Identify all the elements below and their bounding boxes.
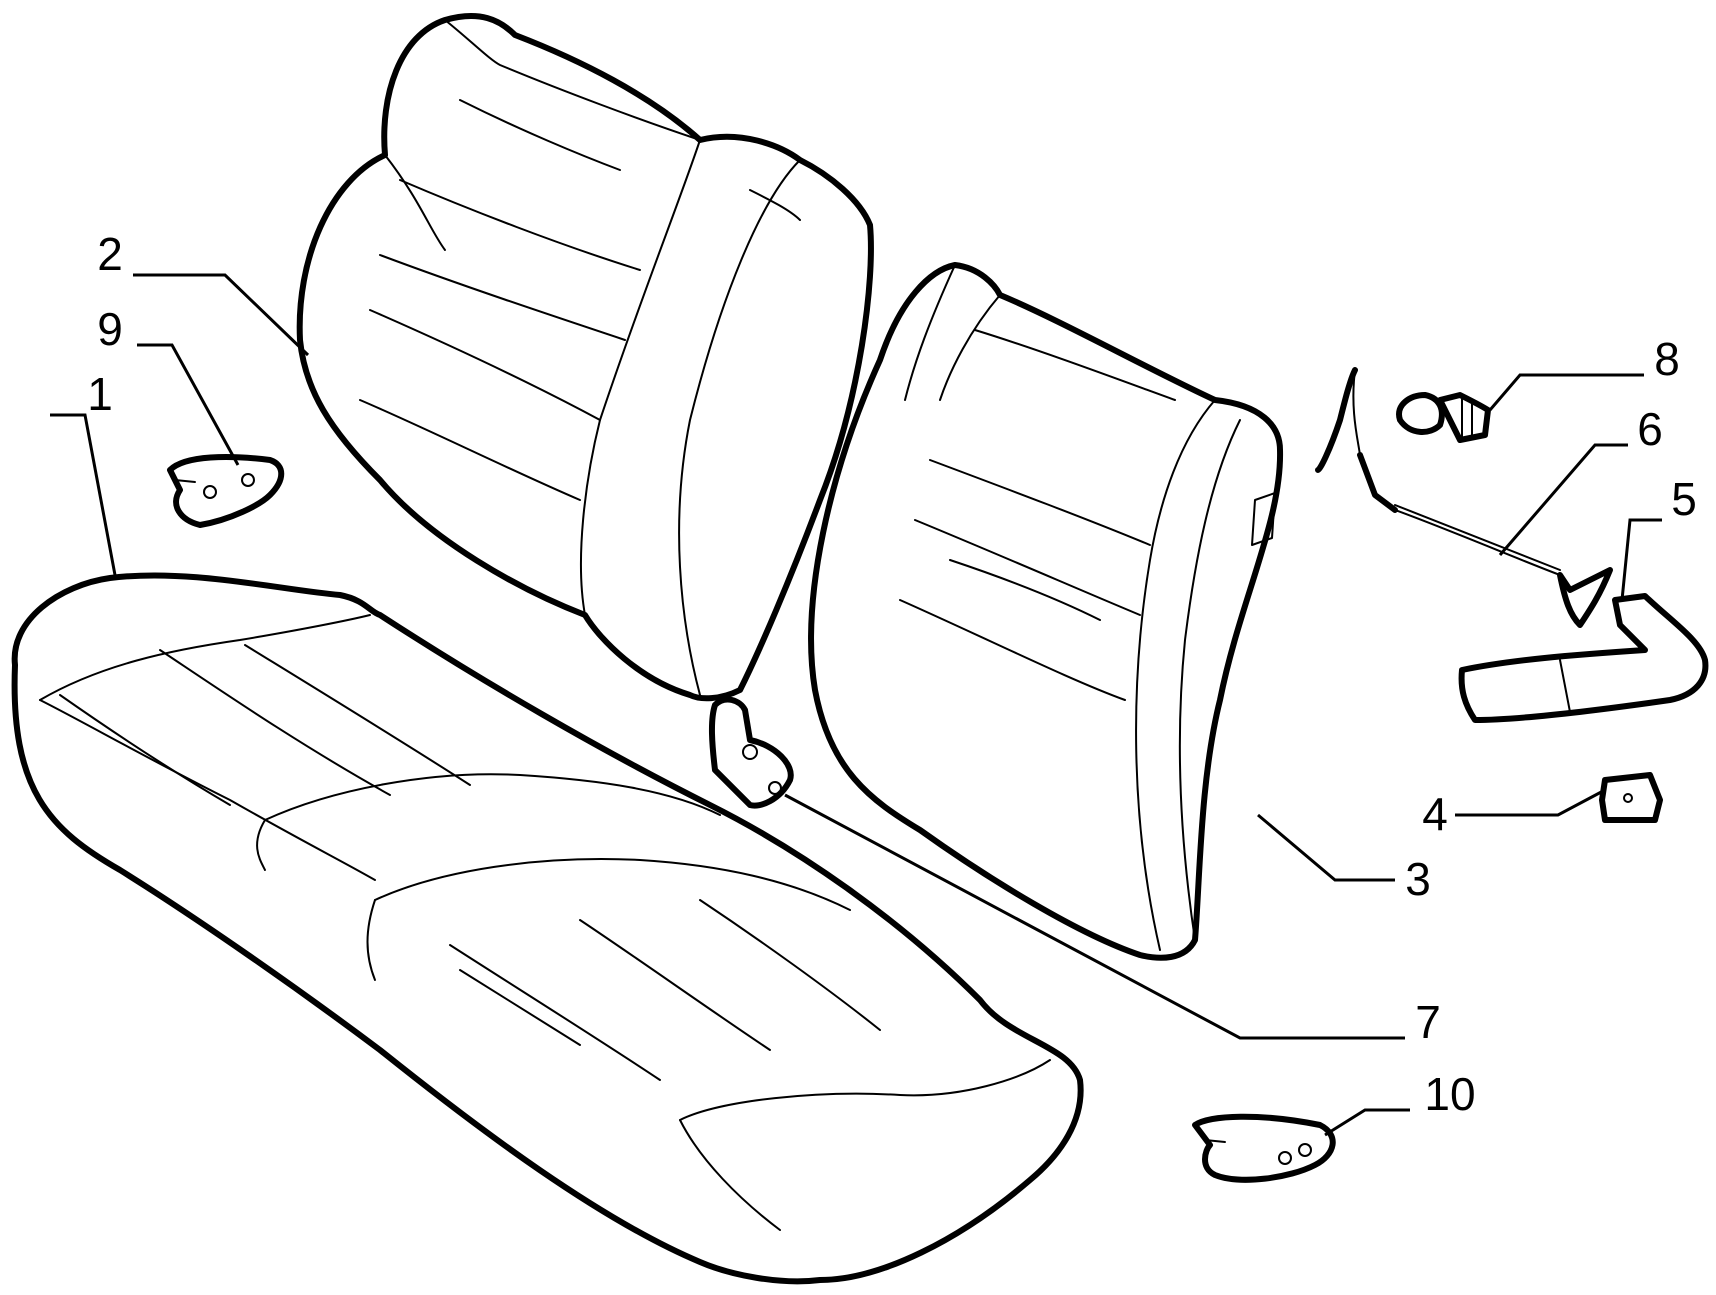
callout-10: 10 bbox=[1424, 1068, 1475, 1120]
part-7-bracket bbox=[708, 696, 794, 809]
leader-9 bbox=[137, 343, 240, 466]
part-6-pull-cable bbox=[1315, 367, 1613, 628]
leader-3 bbox=[1257, 813, 1395, 882]
callout-3: 3 bbox=[1405, 853, 1431, 905]
part-9-hinge-plate bbox=[167, 454, 285, 528]
callout-8: 8 bbox=[1654, 333, 1680, 385]
leader-5 bbox=[1620, 518, 1662, 601]
callout-labels: 1 2 3 4 5 6 7 8 9 10 bbox=[87, 228, 1697, 1120]
part-10-hinge-plate bbox=[1192, 1113, 1336, 1183]
leader-2 bbox=[133, 273, 310, 357]
callout-9: 9 bbox=[97, 303, 123, 355]
leader-7 bbox=[784, 793, 1405, 1040]
part-2-left-backrest bbox=[296, 13, 874, 702]
callout-1: 1 bbox=[87, 368, 113, 420]
callout-4: 4 bbox=[1422, 788, 1448, 840]
part-8-knob bbox=[1396, 392, 1491, 443]
part-5-strap bbox=[1458, 593, 1709, 723]
callout-5: 5 bbox=[1671, 473, 1697, 525]
callout-2: 2 bbox=[97, 228, 123, 280]
leader-6 bbox=[1498, 443, 1628, 556]
part-1-seat-cushion bbox=[11, 572, 1084, 1285]
leader-1 bbox=[50, 413, 117, 576]
leader-lines bbox=[50, 273, 1662, 1137]
part-3-right-backrest bbox=[808, 262, 1284, 961]
part-4-block bbox=[1599, 772, 1663, 823]
leader-10 bbox=[1324, 1108, 1410, 1137]
callout-6: 6 bbox=[1637, 403, 1663, 455]
leader-4 bbox=[1455, 788, 1606, 817]
callout-7: 7 bbox=[1415, 996, 1441, 1048]
leader-8 bbox=[1488, 373, 1644, 411]
